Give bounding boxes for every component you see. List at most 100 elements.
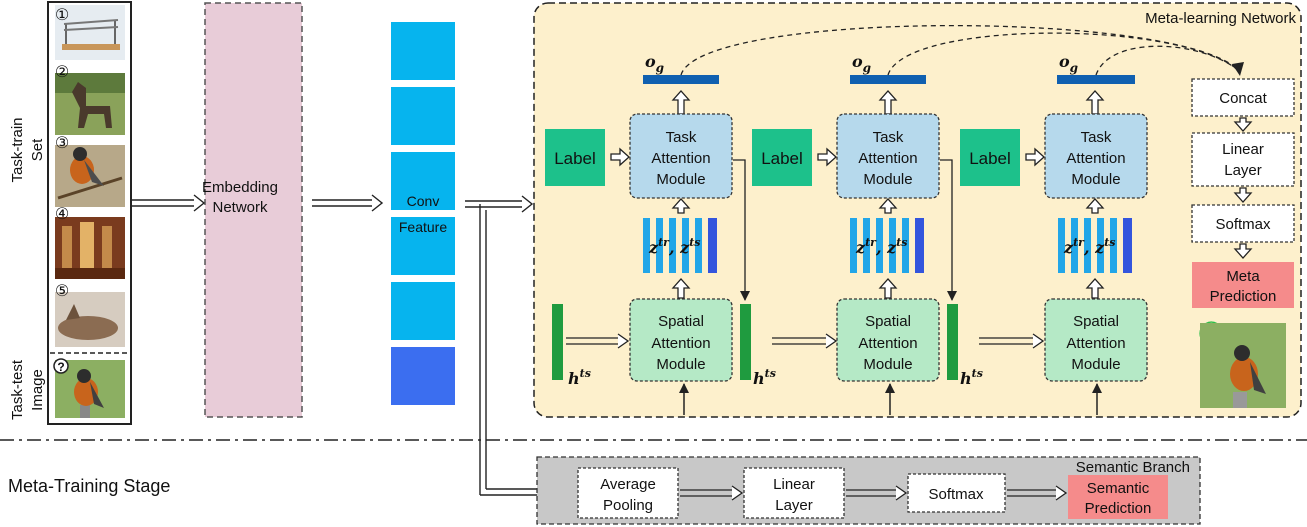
semantic-prediction-line2: Prediction	[1085, 500, 1152, 517]
hollow-arrow-up	[671, 90, 691, 115]
task-attention-line1: Task	[1081, 129, 1112, 146]
sample-number-5: ⑤	[55, 283, 69, 300]
linear-layer-box	[1191, 132, 1295, 187]
spatial-attention-module	[836, 298, 940, 382]
h-ts-label: hts	[960, 367, 983, 388]
og-output-bar	[850, 75, 926, 84]
semantic-prediction-line1: Semantic	[1087, 480, 1150, 497]
hollow-arrow-up	[671, 198, 691, 214]
h-ts-label: hts	[753, 367, 776, 388]
sample-number-2: ②	[55, 64, 69, 81]
h-feature-bar	[947, 304, 958, 380]
average-pooling-line1: Average	[600, 476, 656, 493]
spatial-attention-module	[1044, 298, 1148, 382]
conv-block	[391, 22, 455, 80]
stage-label: Meta-Training Stage	[8, 476, 170, 496]
concat-text: Concat	[1219, 90, 1267, 107]
task-train-label-line2: Set	[29, 138, 46, 161]
h-feature-bar	[552, 304, 563, 380]
og-label: og	[852, 52, 871, 75]
label-box	[960, 129, 1020, 186]
sample-number-3: ③	[55, 135, 69, 152]
semantic-branch-title: Semantic Branch	[1076, 459, 1190, 476]
semantic-linear-layer-line1: Linear	[773, 476, 815, 493]
task-attention-line3: Module	[863, 171, 912, 188]
hollow-arrow-h-to-spatial	[566, 333, 630, 349]
hollow-arrow-up	[1085, 198, 1105, 214]
hollow-arrow-up	[878, 278, 898, 299]
spatial-attention-line2: Attention	[651, 335, 710, 352]
z-tr-ts-label: ztr, zts	[1063, 236, 1116, 257]
label-box-text: Label	[969, 149, 1011, 168]
softmax-box	[1191, 204, 1295, 243]
task-attention-line2: Attention	[1066, 150, 1125, 167]
task-test-label-line1: Task-test	[9, 359, 26, 420]
train-sample-4-image	[55, 217, 125, 279]
spatial-attention-line2: Attention	[1066, 335, 1125, 352]
query-marker-circle	[53, 358, 69, 374]
conv-feature-line1: Conv	[407, 193, 440, 209]
task-to-h-arrow	[940, 159, 957, 301]
hollow-arrow-up	[878, 90, 898, 115]
conv-block	[391, 152, 455, 210]
semantic-prediction-box	[1068, 475, 1168, 519]
hollow-arrow-down	[1233, 117, 1253, 132]
hollow-arrow-right	[1025, 147, 1045, 167]
embedding-network-line1: Embedding	[202, 179, 278, 196]
task-attention-module	[836, 113, 940, 199]
semantic-branch: Semantic Branch Average Pooling Linear L…	[536, 456, 1201, 525]
task-attention-line3: Module	[656, 171, 705, 188]
average-pooling-line2: Pooling	[603, 497, 653, 514]
og-output-bar	[1057, 75, 1135, 84]
linear-layer-line1: Linear	[1222, 141, 1264, 158]
spatial-attention-line3: Module	[1071, 356, 1120, 373]
sample-number-4: ④	[55, 206, 69, 223]
conv-block	[391, 282, 455, 340]
og-output-bar	[643, 75, 719, 84]
og-to-concat-curves	[680, 24, 1239, 76]
softmax-text: Softmax	[1215, 216, 1271, 233]
hollow-arrow-down	[1233, 243, 1253, 259]
attention-column-3: hts og Label Task Attention Module	[947, 52, 1148, 415]
sample-number-query: ?	[57, 360, 64, 374]
spatial-attention-line1: Spatial	[865, 313, 911, 330]
label-box-text: Label	[761, 149, 803, 168]
predicted-sample-image	[1200, 323, 1286, 408]
conv-feature-line2: Feature	[399, 219, 447, 235]
hollow-arrow-up	[1085, 90, 1105, 115]
hollow-arrow-images-to-embedding	[132, 194, 206, 212]
conv-block-last	[391, 347, 455, 405]
embedding-network-line2: Network	[212, 199, 268, 216]
label-box	[545, 129, 605, 186]
label-box	[752, 129, 812, 186]
hollow-arrow-up	[1085, 278, 1105, 299]
og-label: og	[645, 52, 664, 75]
task-test-label-line2: Image	[29, 369, 46, 411]
hollow-arrow-up	[878, 198, 898, 214]
spatial-attention-line3: Module	[656, 356, 705, 373]
meta-prediction-line1: Meta	[1226, 268, 1260, 285]
hollow-arrow-right	[846, 485, 908, 501]
train-sample-3-image	[55, 145, 125, 207]
train-sample-1-image	[55, 5, 125, 60]
left-panel: Task-train Set Task-test Image	[9, 1, 132, 425]
meta-learning-network: Meta-learning Network og Label Task Atte…	[533, 2, 1302, 418]
embedding-network-box	[204, 2, 303, 418]
hollow-arrow-embedding-to-conv	[312, 194, 384, 212]
z-tr-ts-label: ztr, zts	[855, 236, 908, 257]
task-attention-line1: Task	[666, 129, 697, 146]
conv-block	[391, 87, 455, 145]
hollow-arrow-up	[671, 278, 691, 299]
spatial-attention-module	[629, 298, 733, 382]
label-box-text: Label	[554, 149, 596, 168]
hollow-arrow-right	[680, 485, 744, 501]
conv-feature-stack: Conv Feature	[391, 22, 455, 405]
spatial-attention-line2: Attention	[858, 335, 917, 352]
feature-stripes	[1058, 218, 1132, 273]
og-label: og	[1059, 52, 1078, 75]
task-attention-line2: Attention	[858, 150, 917, 167]
spatial-attention-line1: Spatial	[1073, 313, 1119, 330]
h-ts-label: hts	[568, 367, 591, 388]
task-attention-module	[1044, 113, 1148, 199]
average-pooling-box	[577, 467, 679, 519]
